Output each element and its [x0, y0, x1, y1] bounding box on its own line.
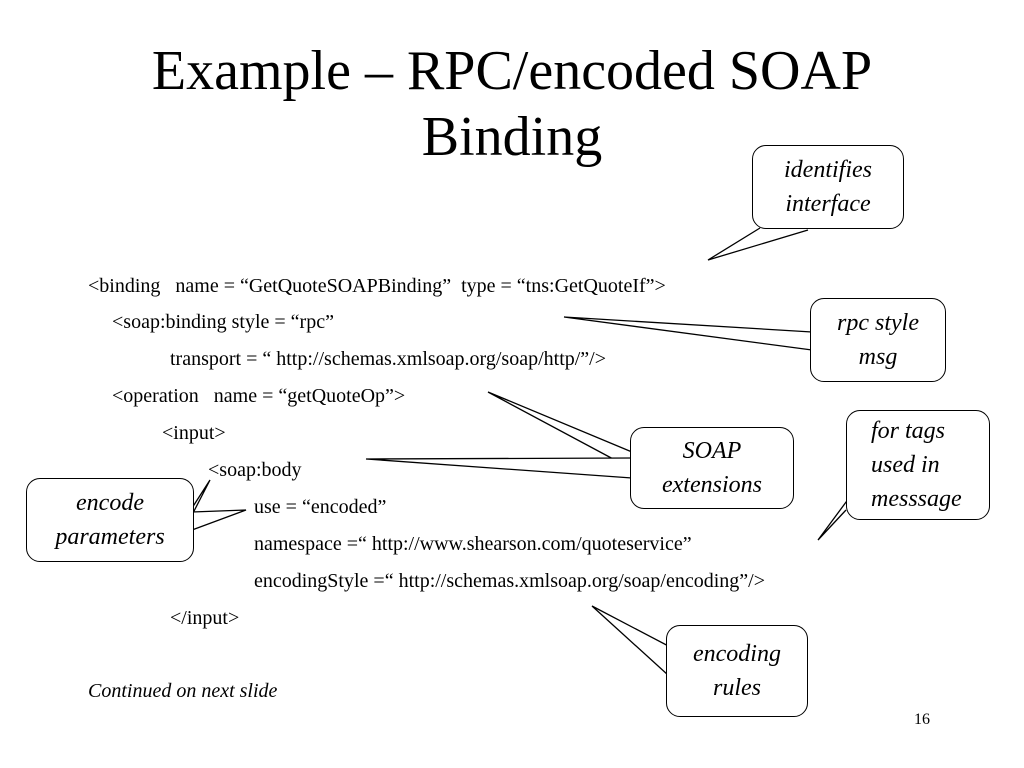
callout-text: parameters — [55, 524, 165, 550]
pointer-encode-parameters-lower — [191, 509, 247, 531]
callout-for-tags-used-in-message: for tags used in messsage — [846, 410, 990, 520]
callout-rpc-style-msg: rpc style msg — [810, 298, 946, 382]
code-line-binding: <binding name = “GetQuoteSOAPBinding” ty… — [88, 275, 666, 297]
callout-text: messsage — [871, 486, 962, 512]
callout-text: msg — [858, 344, 898, 370]
callout-text: used in — [871, 452, 940, 478]
continued-note: Continued on next slide — [88, 680, 278, 702]
code-line-soap-body: <soap:body — [208, 459, 302, 481]
code-line-input-open: <input> — [162, 422, 226, 444]
callout-text: for tags — [871, 418, 946, 444]
code-line-soap-binding: <soap:binding style = “rpc” — [112, 311, 334, 333]
slide-title-line-1: Example – RPC/encoded SOAP — [151, 40, 873, 102]
callout-soap-extensions: SOAP extensions — [630, 427, 794, 509]
pointer-soap-extensions-upper — [487, 391, 633, 469]
code-line-transport: transport = “ http://schemas.xmlsoap.org… — [170, 348, 607, 370]
code-line-encoding-style: encodingStyle =“ http://schemas.xmlsoap.… — [254, 570, 765, 592]
callout-text: extensions — [662, 472, 762, 498]
code-line-namespace: namespace =“ http://www.shearson.com/quo… — [254, 533, 692, 555]
page-number: 16 — [914, 711, 930, 728]
pointer-encode-parameters-upper — [191, 479, 211, 516]
callout-text: rules — [713, 675, 761, 701]
slide-title-line-2: Binding — [421, 106, 603, 168]
callout-text: rpc style — [837, 310, 919, 336]
pointer-soap-extensions-lower — [365, 457, 633, 479]
callout-text: SOAP — [682, 438, 742, 464]
callout-encode-parameters: encode parameters — [26, 478, 194, 562]
code-line-operation: <operation name = “getQuoteOp”> — [112, 385, 406, 407]
callout-text: encoding — [693, 641, 781, 667]
callout-text: identifies — [784, 157, 872, 183]
pointer-rpc-style-msg — [563, 316, 813, 351]
callout-text: encode — [76, 490, 144, 516]
slide-title: Example – RPC/encoded SOAP Binding — [0, 38, 1024, 170]
pointer-identifies-interface — [707, 227, 809, 261]
code-line-input-close: </input> — [170, 607, 240, 629]
callout-text: interface — [785, 191, 871, 217]
pointer-for-tags — [817, 493, 853, 541]
code-line-use: use = “encoded” — [254, 496, 387, 518]
callout-identifies-interface: identifies interface — [752, 145, 904, 229]
callout-encoding-rules: encoding rules — [666, 625, 808, 717]
pointer-encoding-rules — [591, 605, 677, 676]
